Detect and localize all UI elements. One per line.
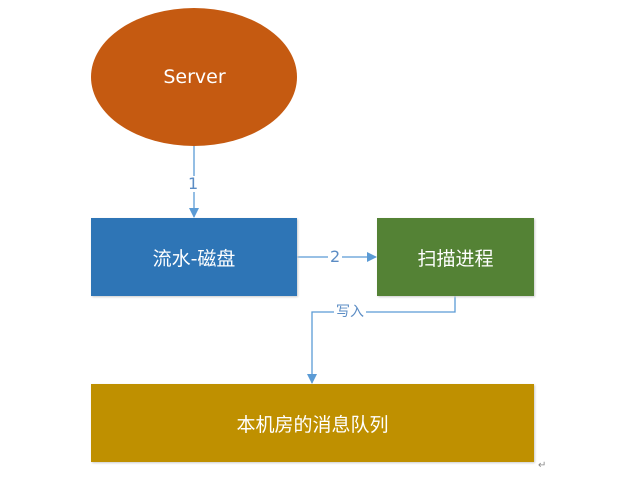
queue-node: 本机房的消息队列 [91,384,534,462]
queue-label: 本机房的消息队列 [236,413,389,436]
edge-scanner-to-queue [307,296,456,384]
scanner-node: 扫描进程 [377,218,534,296]
disk-label: 流水-磁盘 [152,247,236,270]
paragraph-mark-icon: ↵ [538,460,547,471]
server-node-shape [91,8,297,146]
server-label: Server [163,66,226,88]
disk-node: 流水-磁盘 [91,218,297,296]
edge-1-label: 1 [186,174,201,193]
edge-3-label: 写入 [334,304,366,320]
edge-2-label: 2 [328,247,343,266]
scanner-label: 扫描进程 [417,247,494,270]
server-node: Server [91,8,298,146]
